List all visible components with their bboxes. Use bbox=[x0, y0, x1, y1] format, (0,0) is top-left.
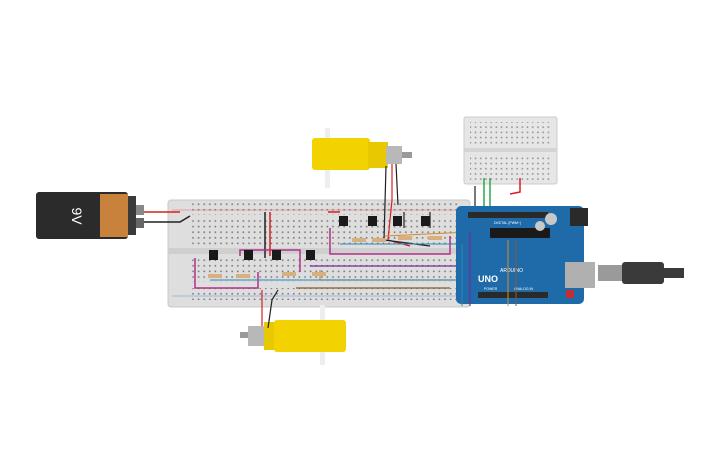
resistor-icon bbox=[236, 274, 250, 278]
arduino-model: UNO bbox=[478, 274, 498, 284]
arduino-uno[interactable]: UNO ARDUINO DIGITAL (PWM~) POWER ANALOG … bbox=[456, 206, 595, 304]
motor-bottom[interactable] bbox=[240, 305, 346, 365]
transistor-icon bbox=[272, 250, 281, 260]
transistor-icon bbox=[393, 216, 402, 226]
resistor-icon bbox=[352, 238, 366, 242]
arduino-analog-header: ANALOG IN bbox=[514, 287, 534, 291]
arduino-brand: ARDUINO bbox=[500, 268, 523, 274]
transistor-icon bbox=[421, 216, 430, 226]
resistor-icon bbox=[208, 274, 222, 278]
mini-breadboard[interactable] bbox=[463, 116, 558, 185]
resistor-icon bbox=[312, 272, 326, 276]
arduino-power-header: POWER bbox=[484, 287, 498, 291]
resistor-icon bbox=[428, 236, 442, 240]
battery-label: 9V bbox=[69, 207, 85, 225]
motor-top[interactable] bbox=[312, 128, 412, 188]
battery-wire-black bbox=[144, 215, 191, 223]
battery-9v[interactable]: 9V bbox=[36, 192, 144, 239]
arduino-digital-header: DIGITAL (PWM~) bbox=[494, 221, 521, 225]
transistor-icon bbox=[368, 216, 377, 226]
transistor-icon bbox=[209, 250, 218, 260]
transistor-icon bbox=[339, 216, 348, 226]
transistor-group bbox=[209, 216, 430, 260]
resistor-icon bbox=[398, 236, 412, 240]
transistor-icon bbox=[306, 250, 315, 260]
usb-cable[interactable] bbox=[598, 262, 684, 284]
resistor-icon bbox=[282, 272, 296, 276]
resistor-icon bbox=[372, 238, 386, 242]
transistor-icon bbox=[244, 250, 253, 260]
resistor-group bbox=[208, 236, 442, 278]
